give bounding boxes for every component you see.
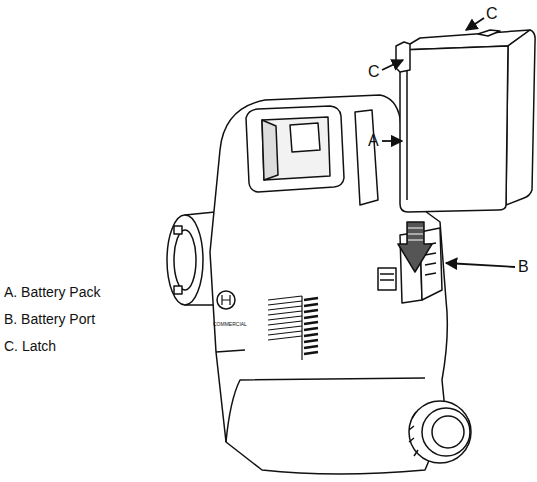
leader-arrows [382,18,515,267]
handle [246,106,344,192]
callout-letter: C [486,6,498,22]
callout-letter: A [368,133,379,149]
adjust-knob [409,401,471,463]
vent-grill [268,296,302,360]
battery-pack [396,30,535,212]
brand-logo [217,291,235,309]
latch [478,30,500,36]
body-seam [226,378,425,442]
brand-text: COMMERCIAL [213,322,247,327]
callout-letter: C [368,64,380,80]
legend-item: B. Battery Port [4,312,95,326]
legend-item: C. Latch [4,339,56,353]
callout-letter: B [518,259,529,275]
insert-arrow [398,222,432,272]
legend-item: A. Battery Pack [4,285,100,299]
vent-slots [304,298,318,354]
latch [396,42,410,72]
hose-port [167,212,215,305]
arrow-hatch [408,228,423,240]
